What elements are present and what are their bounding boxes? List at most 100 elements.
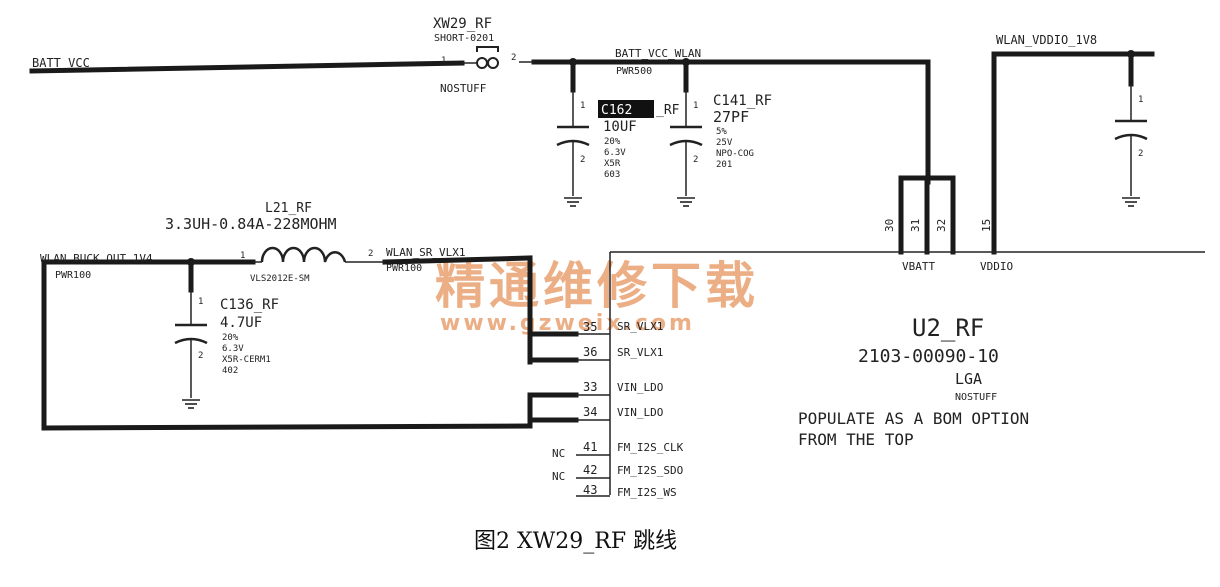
c162-pin2: 2 <box>580 155 585 165</box>
xw29-pin2: 2 <box>511 53 516 63</box>
net-label-wlan-sr-vlx: WLAN_SR_VLX1 <box>386 246 465 259</box>
wires <box>29 51 1155 431</box>
u2-pin-name: VIN_LDO <box>617 406 663 419</box>
c136-tol: 20% <box>222 333 239 343</box>
c141-volt: 25V <box>716 138 733 148</box>
net-label-pwr500: PWR500 <box>616 66 652 77</box>
u2-ref: U2_RF <box>912 314 984 342</box>
c136-pkg: 402 <box>222 366 238 376</box>
c136-plate-bottom <box>174 337 208 345</box>
wire-batt-vcc <box>29 60 465 74</box>
xw29-note: NOSTUFF <box>440 82 486 95</box>
c162-volt: 6.3V <box>604 148 626 158</box>
u2-pin-num: 41 <box>583 440 597 454</box>
thin-wires <box>190 84 1205 497</box>
u2-pin-num: 33 <box>583 380 597 394</box>
u2-pin-name: FM_I2S_SDO <box>617 464 683 477</box>
ground-icon <box>677 197 695 207</box>
c141-diel: NPO-COG <box>716 149 754 159</box>
u2-pin-vbatt: VBATT <box>902 260 935 273</box>
u2-pin-32: 32 <box>935 219 948 232</box>
ground-icon <box>564 197 582 207</box>
c141-pin1: 1 <box>693 101 698 111</box>
c136-pin2: 2 <box>198 351 203 361</box>
u2-part: 2103-00090-10 <box>858 346 999 367</box>
figure-caption: 图2 XW29_RF 跳线 <box>474 529 677 554</box>
junctions <box>187 50 1135 266</box>
c162-plate-bottom <box>556 139 590 147</box>
c162-highlight <box>598 100 654 118</box>
l21-part: VLS2012E-SM <box>250 274 310 284</box>
wire-sr-vlx <box>382 255 533 265</box>
net-label-sr-pwr: PWR100 <box>386 263 422 274</box>
u2-pin-31: 31 <box>909 219 922 232</box>
c141-value: 27PF <box>713 108 749 126</box>
c136-ref: C136_RF <box>220 297 279 313</box>
u2-pin-num: 42 <box>583 463 597 477</box>
u2-pin-num: 35 <box>583 320 597 334</box>
capacitor-plates <box>174 119 1148 345</box>
net-label-buck-pwr: PWR100 <box>55 270 91 281</box>
l21-ref: L21_RF <box>265 201 312 216</box>
l21-pin1: 1 <box>240 251 245 261</box>
u2-pin-name: FM_I2S_WS <box>617 486 677 499</box>
xw29-jumper-symbol <box>462 46 534 69</box>
c136-diel: X5R-CERM1 <box>222 355 271 365</box>
u2-pin-vddio: VDDIO <box>980 260 1013 273</box>
c136-volt: 6.3V <box>222 344 244 354</box>
u2-pin-name: SR_VLX1 <box>617 346 663 359</box>
l21-value: 3.3UH-0.84A-228MOHM <box>165 215 337 233</box>
net-label-wlan-buck-out: WLAN_BUCK_OUT_1V4 <box>40 252 153 265</box>
xw29-ref: XW29_RF <box>433 16 492 32</box>
c162-diel: X5R <box>604 159 621 169</box>
junction-dot <box>187 258 195 266</box>
u2-pin-name: FM_I2S_CLK <box>617 441 684 454</box>
u2-pkg: LGA <box>955 370 982 388</box>
c141-pkg: 201 <box>716 160 732 170</box>
junction-dot <box>569 58 577 66</box>
nc-label: NC <box>552 470 565 483</box>
net-label-batt-vcc-wlan: BATT_VCC_WLAN <box>615 47 701 60</box>
xw29-pin1: 1 <box>441 56 446 66</box>
c162-pkg: 603 <box>604 170 620 180</box>
u2-option-line1: POPULATE AS A BOM OPTION <box>798 409 1029 428</box>
c141-pin2: 2 <box>693 155 698 165</box>
net-label-batt-vcc: BATT_VCC <box>32 56 90 70</box>
c162-value: 10UF <box>603 119 637 135</box>
u2-pin-30: 30 <box>883 219 896 232</box>
junction-dot <box>1127 50 1135 58</box>
ground-icon <box>182 399 200 409</box>
nc-label: NC <box>552 447 565 460</box>
u2-pin-15: 15 <box>980 219 993 232</box>
ground-icon <box>1122 197 1140 207</box>
u2-pin-num: 36 <box>583 345 597 359</box>
u2-pin-name: VIN_LDO <box>617 381 663 394</box>
c141-ref: C141_RF <box>713 93 772 109</box>
l21-pin2: 2 <box>368 249 373 259</box>
c162-pin1: 1 <box>580 101 585 111</box>
c136-value: 4.7UF <box>220 315 262 331</box>
u2-pin-name: SR_VLX1 <box>617 320 663 333</box>
c162-ref: C162 <box>601 103 632 118</box>
c162-tol: 20% <box>604 137 621 147</box>
cright-pin1: 1 <box>1138 95 1143 105</box>
u2-note: NOSTUFF <box>955 392 997 403</box>
xw29-type: SHORT-0201 <box>434 33 494 44</box>
u2-option-line2: FROM THE TOP <box>798 430 914 449</box>
u2-pin-num: 43 <box>583 483 597 497</box>
c141-tol: 5% <box>716 127 727 137</box>
watermark-chinese: 精通维修下载 <box>435 257 759 315</box>
junction-dot <box>682 58 690 66</box>
cright-pin2: 2 <box>1138 149 1143 159</box>
ground-symbols <box>182 197 1140 409</box>
c162-suffix: _RF <box>656 103 680 118</box>
c141-plate-bottom <box>669 139 703 147</box>
u2-pin-num: 34 <box>583 405 597 419</box>
cright-plate-bottom <box>1114 133 1148 141</box>
c136-pin1: 1 <box>198 297 203 307</box>
u2-left-pins: 35 SR_VLX1 36 SR_VLX1 33 VIN_LDO 34 VIN_… <box>552 320 684 499</box>
net-label-wlan-vddio: WLAN_VDDIO_1V8 <box>996 33 1097 47</box>
l21-inductor-symbol <box>260 246 347 263</box>
